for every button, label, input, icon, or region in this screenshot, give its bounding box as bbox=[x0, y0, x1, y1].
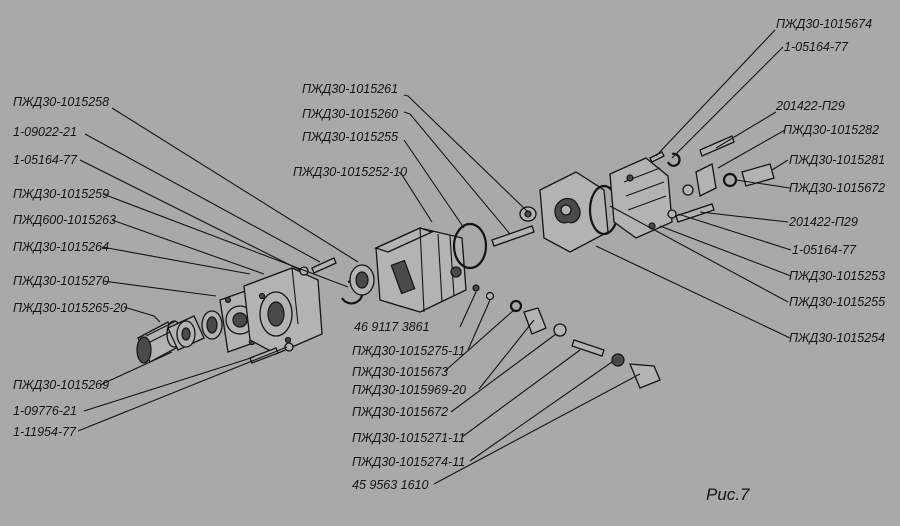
bottom-fittings-part bbox=[472, 284, 661, 389]
callout-label: 45 9563 1610 bbox=[352, 478, 429, 492]
callout-label: ПЖД30-1015672 bbox=[789, 181, 885, 195]
figure-caption: Рис.7 bbox=[706, 485, 750, 504]
callout-label: 1-09022-21 bbox=[13, 125, 77, 139]
callout-label: ПЖД30-1015265-20 bbox=[13, 301, 127, 315]
callout-label: 1-05164-77 bbox=[784, 40, 849, 54]
callout-label: ПЖД30-1015252-10 bbox=[293, 165, 407, 179]
callout-label: ПЖД30-1015261 bbox=[302, 82, 398, 96]
callout-label: ПЖД30-1015672 bbox=[352, 405, 448, 419]
callout-label: 201422-П29 bbox=[775, 99, 845, 113]
callout-label: ПЖД30-1015281 bbox=[789, 153, 885, 167]
callout-label: ПЖД30-1015274-11 bbox=[352, 455, 465, 469]
callout-label: ПЖД30-1015255 bbox=[302, 130, 398, 144]
parts-drawing bbox=[136, 135, 775, 389]
gear-housing-plate-part bbox=[539, 171, 609, 253]
ball-bearing-part bbox=[349, 264, 375, 296]
callout-label: 1-09776-21 bbox=[13, 404, 77, 418]
pump-body-part bbox=[374, 227, 467, 313]
rear-fittings-part bbox=[649, 135, 775, 223]
callout-label: ПЖД600-1015263 bbox=[13, 213, 116, 227]
callout-label: ПЖД30-1015258 bbox=[13, 95, 109, 109]
callout-label: 201422-П29 bbox=[788, 215, 858, 229]
drive-shaft-part bbox=[491, 206, 537, 247]
callout-label: ПЖД30-1015271-11 bbox=[352, 431, 465, 445]
callout-label: ПЖД30-1015254 bbox=[789, 331, 885, 345]
callout-label: ПЖД30-1015673 bbox=[352, 365, 448, 379]
callout-label: ПЖД30-1015275-11 bbox=[352, 344, 465, 358]
cover-part bbox=[243, 267, 323, 355]
callout-label: 1-11954-77 bbox=[13, 425, 77, 439]
callout-labels: ПЖД30-1015258 1-09022-21 1-05164-77 ПЖД3… bbox=[13, 17, 885, 504]
callout-label: ПЖД30-1015264 bbox=[13, 240, 109, 254]
callout-label: ПЖД30-1015674 bbox=[776, 17, 872, 31]
leader-lines bbox=[77, 29, 792, 485]
callout-label: ПЖД30-1015969-20 bbox=[352, 383, 466, 397]
needle-bearing-part bbox=[167, 315, 205, 351]
rear-cover-part bbox=[609, 157, 673, 239]
callout-label: 1-05164-77 bbox=[792, 243, 857, 257]
callout-label: ПЖД30-1015270 bbox=[13, 274, 109, 288]
callout-label: ПЖД30-1015253 bbox=[789, 269, 885, 283]
callout-label: ПЖД30-1015259 bbox=[13, 187, 109, 201]
callout-label: 46 9117 3861 bbox=[354, 320, 430, 334]
callout-label: ПЖД30-1015255 bbox=[789, 295, 885, 309]
callout-label: ПЖД30-1015260 bbox=[302, 107, 398, 121]
callout-label: ПЖД30-1015269 bbox=[13, 378, 109, 392]
body-o-ring-part bbox=[452, 222, 488, 270]
callout-label: ПЖД30-1015282 bbox=[783, 123, 879, 137]
callout-label: 1-05164-77 bbox=[13, 153, 78, 167]
